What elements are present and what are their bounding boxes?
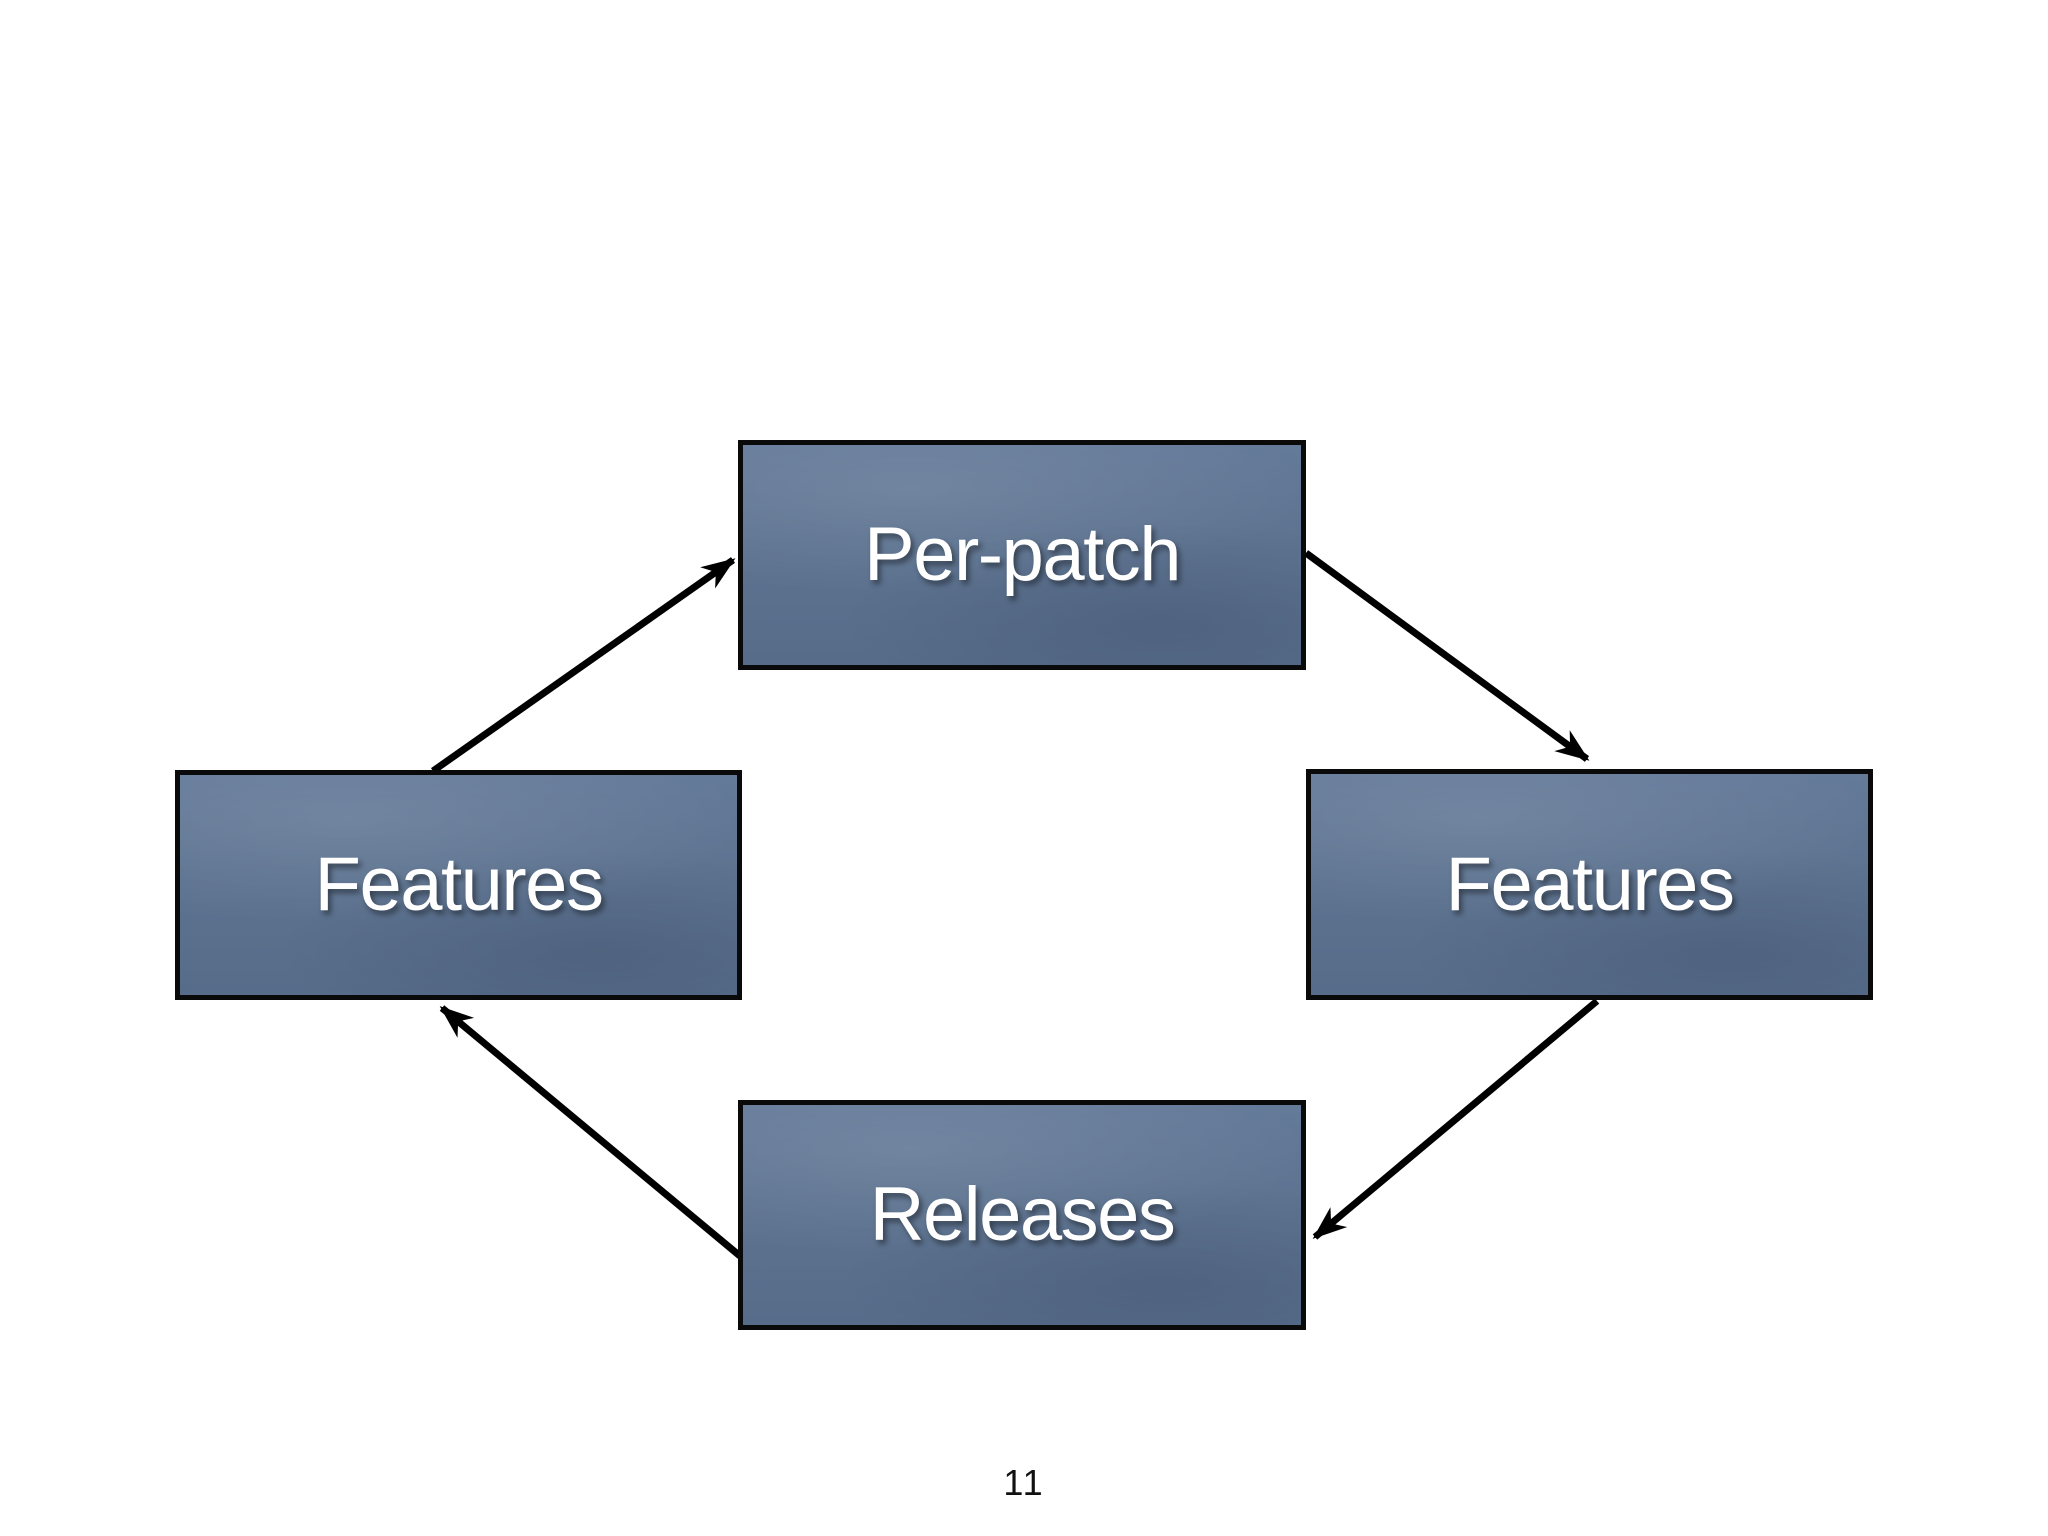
node-features-right: Features — [1306, 769, 1873, 1000]
arrow-per-patch-to-features-right — [1303, 550, 1590, 762]
page-number: 11 — [1003, 1462, 1045, 1503]
node-releases-label: Releases — [869, 1172, 1176, 1257]
node-per-patch-label: Per-patch — [864, 512, 1182, 597]
node-features-left-label: Features — [314, 842, 604, 927]
node-features-right-label: Features — [1445, 841, 1735, 927]
node-per-patch: Per-patch — [738, 440, 1306, 670]
node-releases: Releases — [738, 1100, 1306, 1330]
arrow-features-left-to-per-patch — [430, 557, 736, 774]
arrow-features-right-to-releases — [1312, 998, 1600, 1240]
arrow-releases-to-features-left — [439, 1005, 743, 1259]
node-features-left: Features — [175, 770, 742, 1000]
